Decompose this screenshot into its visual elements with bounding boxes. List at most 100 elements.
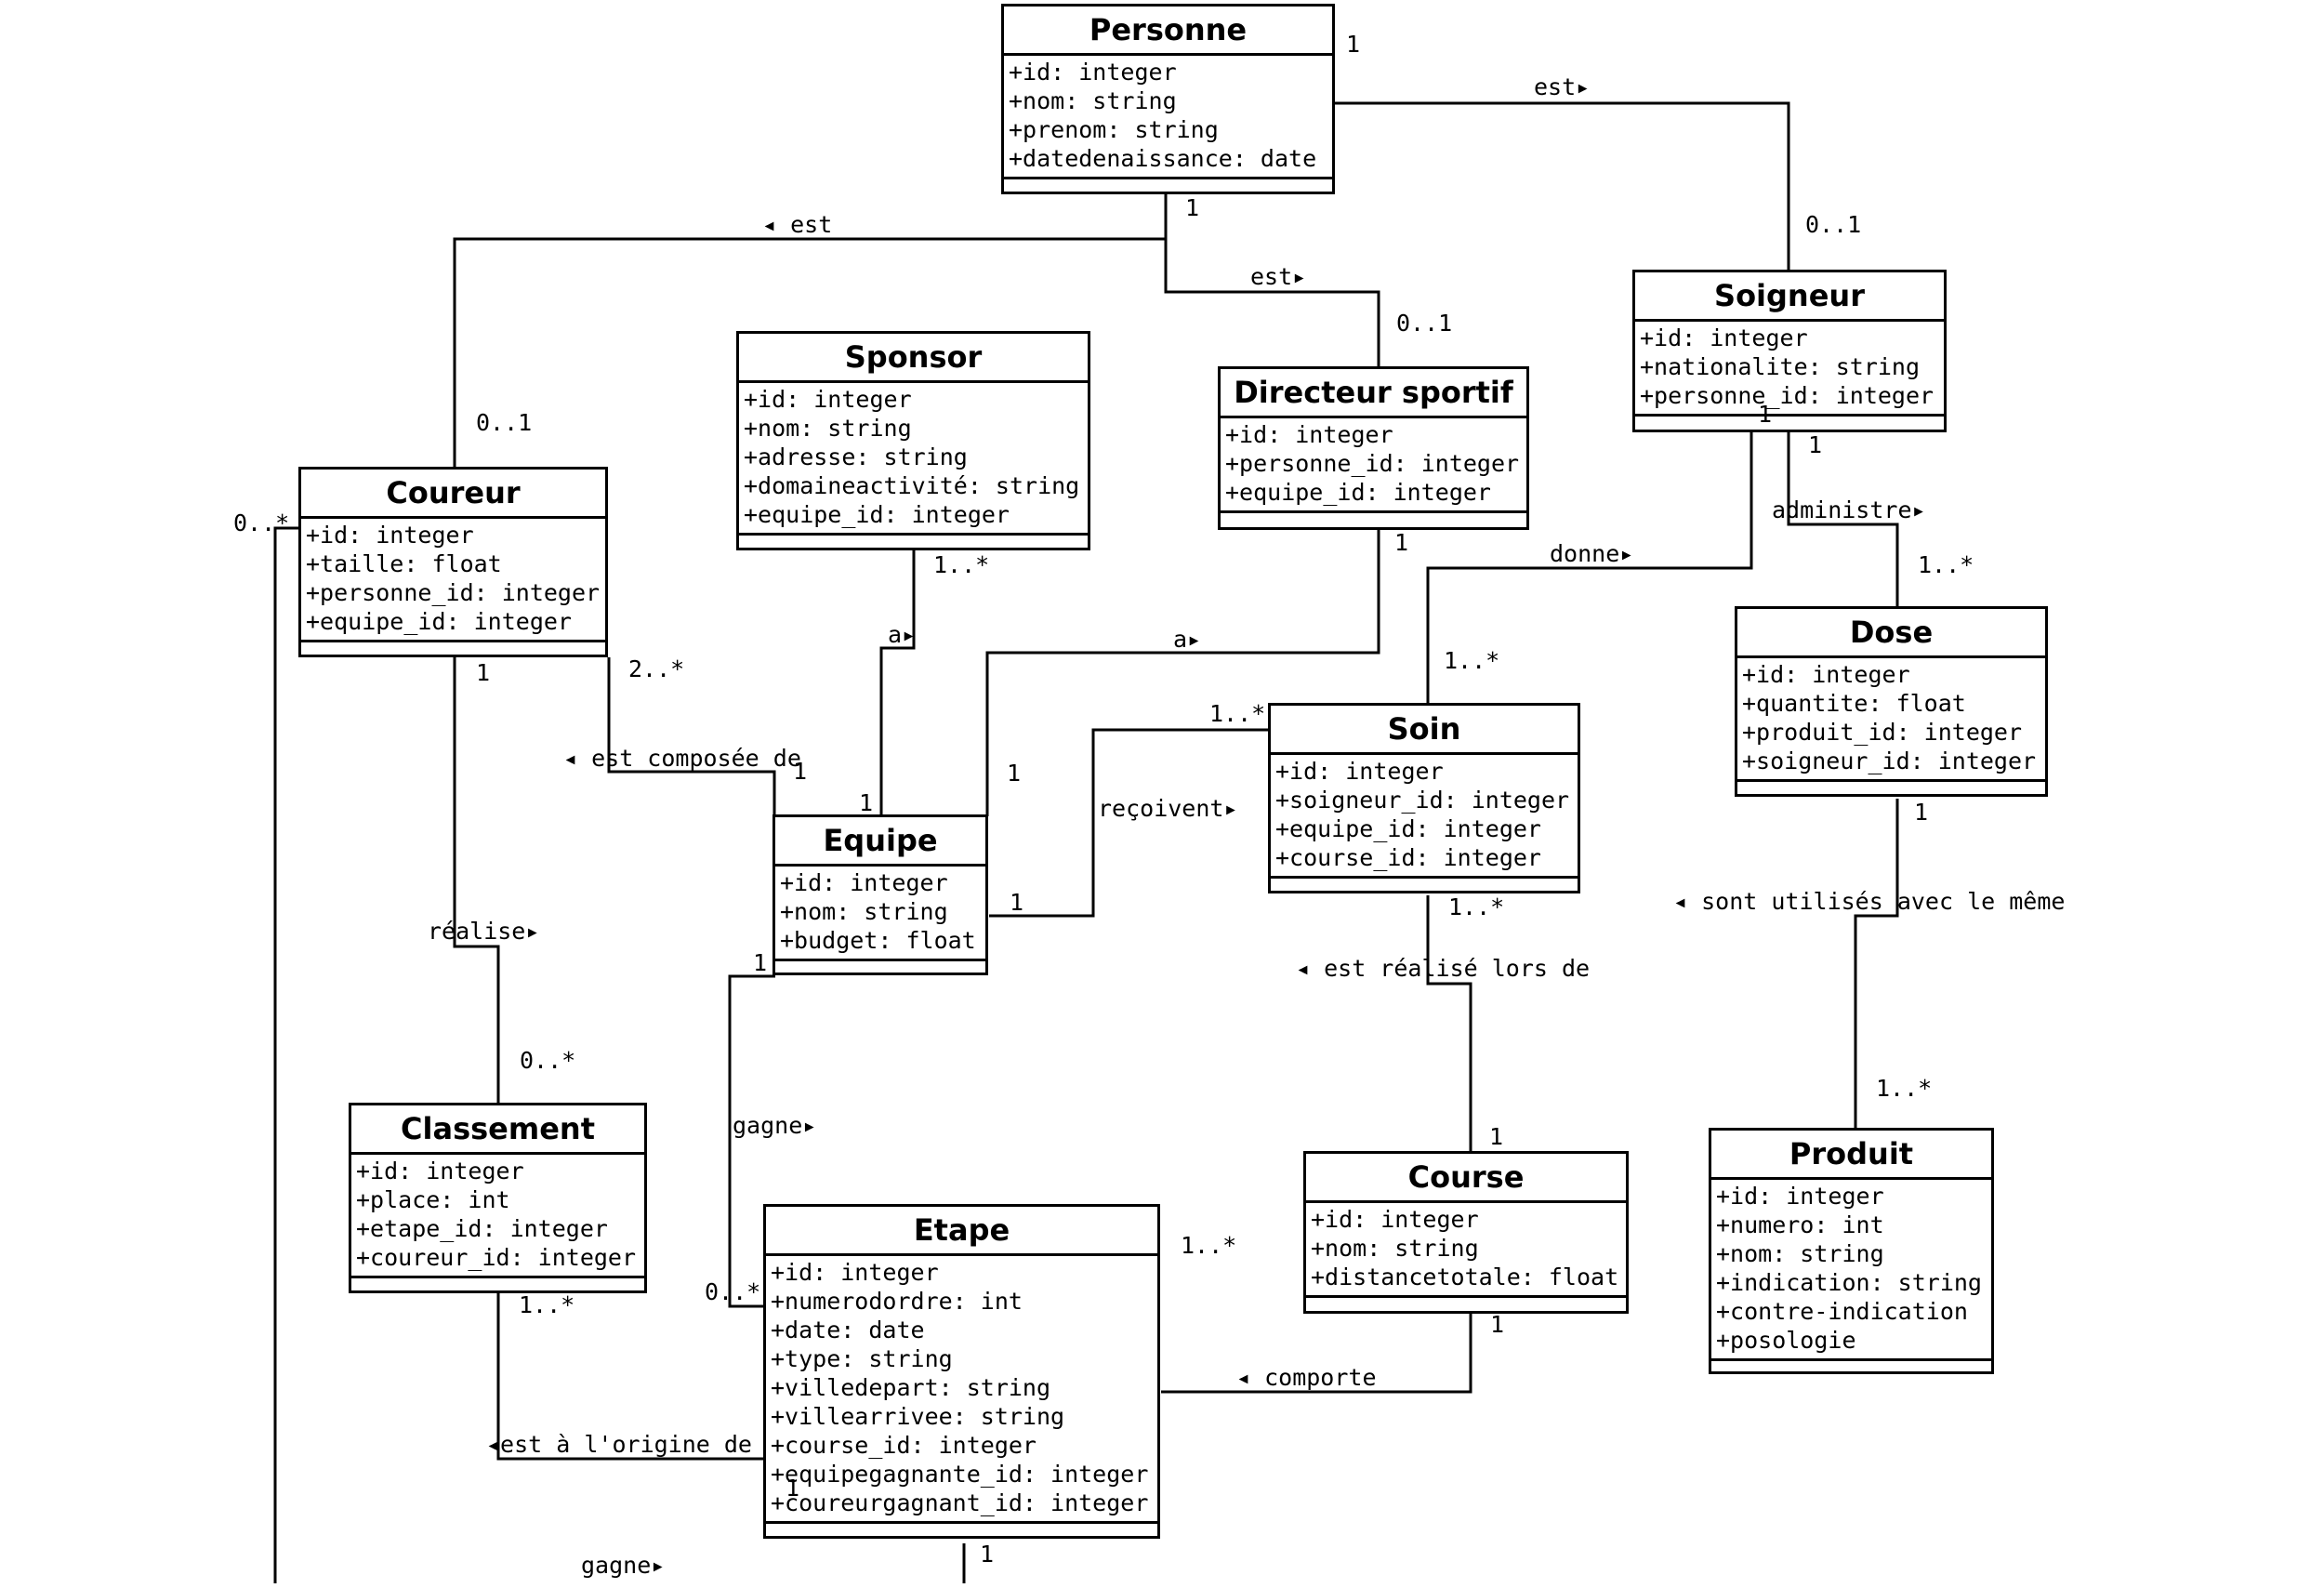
edge-sponsor-equipe [879, 550, 916, 816]
class-title: Equipe [775, 817, 985, 867]
class-title: Coureur [301, 470, 605, 519]
class-course[interactable]: Course +id: integer +nom: string +distan… [1303, 1151, 1629, 1314]
attribute: +equipe_id: integer [744, 501, 1010, 528]
class-title: Dose [1737, 609, 2045, 658]
association-label: ◂ est composée de [563, 745, 801, 772]
operation-compartment [1004, 179, 1332, 191]
multiplicity: 1 [753, 949, 768, 976]
operation-compartment [301, 642, 605, 654]
attribute: +prenom: string [1009, 116, 1219, 143]
attribute-list: +id: integer +soigneur_id: integer +equi… [1271, 755, 1578, 879]
multiplicity: 1..* [1918, 551, 1974, 578]
attribute: +villearrivee: string [771, 1403, 1065, 1430]
attribute: +coureurgagnant_id: integer [771, 1489, 1149, 1516]
attribute: +numero: int [1716, 1211, 1884, 1238]
attribute: +id: integer [1275, 758, 1444, 785]
class-dose[interactable]: Dose +id: integer +quantite: float +prod… [1735, 606, 2048, 797]
class-title: Personne [1004, 7, 1332, 56]
association-label: ◂ sont utilisés avec le même [1673, 888, 2066, 915]
multiplicity: 0..1 [1805, 211, 1862, 238]
edge-soigneur-dose [1787, 432, 1899, 608]
class-personne[interactable]: Personne +id: integer +nom: string +pren… [1001, 4, 1335, 194]
attribute: +nom: string [1311, 1235, 1479, 1262]
attribute-list: +id: integer +nom: string +prenom: strin… [1004, 56, 1332, 179]
operation-compartment [775, 961, 985, 973]
attribute: +soigneur_id: integer [1742, 748, 2037, 774]
attribute-list: +id: integer +nom: string +distancetotal… [1306, 1203, 1626, 1298]
multiplicity: 1 [1489, 1123, 1504, 1150]
attribute: +quantite: float [1742, 690, 1966, 717]
class-coureur[interactable]: Coureur +id: integer +taille: float +per… [298, 467, 608, 657]
edge-directeur-equipe [985, 530, 1380, 816]
attribute: +equipegagnante_id: integer [771, 1461, 1149, 1488]
association-label: ◂ comporte [1236, 1364, 1377, 1391]
operation-compartment [1737, 782, 2045, 793]
attribute: +domaineactivité: string [744, 472, 1080, 499]
class-produit[interactable]: Produit +id: integer +numero: int +nom: … [1709, 1128, 1994, 1374]
multiplicity: 0..* [233, 509, 290, 536]
association-label: gagne▸ [581, 1552, 666, 1579]
attribute: +id: integer [780, 869, 948, 896]
association-label: est▸ [1250, 263, 1307, 290]
multiplicity: 1..* [1209, 700, 1266, 727]
class-soigneur[interactable]: Soigneur +id: integer +nationalite: stri… [1632, 270, 1947, 432]
class-soin[interactable]: Soin +id: integer +soigneur_id: integer … [1268, 703, 1580, 893]
class-title: Sponsor [739, 334, 1088, 383]
association-label: ◂ est [762, 211, 833, 238]
class-equipe[interactable]: Equipe +id: integer +nom: string +budget… [772, 814, 988, 975]
association-label: a▸ [1173, 626, 1202, 653]
operation-compartment [739, 536, 1088, 547]
edge-personne-directeur [1164, 239, 1380, 368]
attribute: +equipe_id: integer [306, 608, 572, 635]
attribute: +id: integer [1311, 1206, 1479, 1233]
attribute-list: +id: integer +taille: float +personne_id… [301, 519, 605, 642]
multiplicity: 1 [476, 659, 491, 686]
multiplicity: 1..* [1448, 893, 1505, 920]
edge-personne-soigneur [1333, 101, 1790, 271]
attribute: +contre-indication [1716, 1298, 1968, 1325]
attribute: +coureur_id: integer [356, 1244, 637, 1271]
edge-coureur-equipe [607, 657, 776, 816]
multiplicity: 0..1 [476, 409, 533, 436]
attribute: +id: integer [1742, 661, 1910, 688]
class-title: Soigneur [1635, 272, 1944, 322]
attribute: +soigneur_id: integer [1275, 787, 1570, 814]
class-title: Course [1306, 1154, 1626, 1203]
attribute: +distancetotale: float [1311, 1264, 1619, 1290]
association-label: ◂ est réalisé lors de [1296, 955, 1591, 982]
edge-equipe-etape [728, 974, 775, 1308]
attribute: +id: integer [771, 1259, 939, 1286]
edge-classement-etape [496, 1293, 765, 1461]
attribute: +posologie [1716, 1327, 1856, 1354]
multiplicity: 1..* [1444, 647, 1500, 674]
multiplicity: 1 [1758, 401, 1773, 428]
association-label: a▸ [888, 621, 917, 648]
attribute: +personne_id: integer [1225, 450, 1520, 477]
attribute: +personne_id: integer [306, 579, 601, 606]
multiplicity: 0..1 [1396, 310, 1453, 337]
class-directeur-sportif[interactable]: Directeur sportif +id: integer +personne… [1218, 366, 1529, 530]
class-etape[interactable]: Etape +id: integer +numerodordre: int +d… [763, 1204, 1160, 1539]
association-label: administre▸ [1772, 496, 1926, 523]
attribute: +numerodordre: int [771, 1288, 1023, 1315]
edge-coureur-classement [453, 657, 500, 1105]
multiplicity: 2..* [628, 655, 685, 682]
attribute: +id: integer [1009, 59, 1177, 86]
edge-dose-produit [1854, 799, 1899, 1130]
attribute: +etape_id: integer [356, 1215, 608, 1242]
class-title: Soin [1271, 706, 1578, 755]
class-sponsor[interactable]: Sponsor +id: integer +nom: string +adres… [736, 331, 1090, 550]
operation-compartment [1306, 1298, 1626, 1309]
class-title: Etape [766, 1207, 1157, 1256]
class-title: Produit [1711, 1131, 1991, 1180]
association-label: reçoivent▸ [1098, 795, 1238, 822]
attribute: +id: integer [1225, 421, 1393, 448]
class-classement[interactable]: Classement +id: integer +place: int +eta… [349, 1103, 647, 1293]
attribute: +taille: float [306, 550, 502, 577]
attribute: +equipe_id: integer [1275, 815, 1541, 842]
attribute: +id: integer [1716, 1183, 1884, 1210]
association-label: réalise▸ [428, 918, 540, 945]
association-label: gagne▸ [733, 1112, 817, 1139]
